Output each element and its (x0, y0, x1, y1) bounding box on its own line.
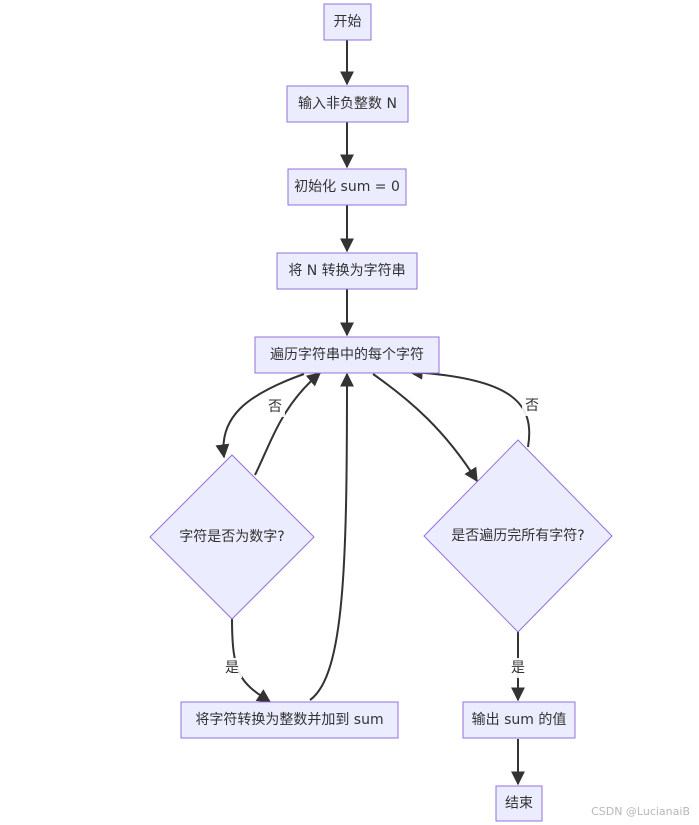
edge-label-text: 否 (525, 398, 539, 414)
node-start: 开始 (323, 3, 372, 41)
edge-add-to-iterate (309, 372, 354, 701)
node-iterate: 遍历字符串中的每个字符 (254, 336, 440, 374)
node-add: 将字符转换为整数并加到 sum (180, 701, 399, 739)
edge-isdigit-no-to-iterate (254, 372, 322, 476)
node-output: 输出 sum 的值 (462, 701, 576, 739)
edge-label-text: 是 (225, 660, 239, 676)
node-end: 结束 (495, 785, 543, 822)
node-is-digit-label: 字符是否为数字? (179, 529, 284, 545)
node-output-label: 输出 sum 的值 (472, 712, 567, 728)
edge-alldone-no-to-iterate (408, 365, 531, 448)
node-all-done-label: 是否遍历完所有字符? (451, 528, 584, 544)
edges (215, 40, 531, 786)
node-input-label: 输入非负整数 N (298, 96, 397, 112)
node-end-label: 结束 (505, 796, 533, 812)
edge-label-text: 否 (268, 399, 282, 415)
watermark-text: CSDN @LucianaiB (591, 805, 690, 818)
node-init-label: 初始化 sum = 0 (294, 178, 400, 195)
node-input: 输入非负整数 N (286, 85, 409, 123)
edge-label-done-yes: 是 (508, 658, 528, 678)
node-all-done: 是否遍历完所有字符? (423, 439, 613, 633)
node-convert-label: 将 N 转换为字符串 (288, 262, 405, 279)
edge-iterate-to-alldone (372, 373, 478, 483)
edge-iterate-to-isdigit (215, 373, 305, 459)
node-convert: 将 N 转换为字符串 (276, 252, 418, 290)
node-is-digit: 字符是否为数字? (149, 454, 315, 620)
edge-label-digit-yes: 是 (222, 658, 242, 678)
node-start-label: 开始 (334, 14, 362, 30)
node-add-label: 将字符转换为整数并加到 sum (195, 711, 383, 728)
edge-label-text: 是 (511, 660, 525, 676)
node-init: 初始化 sum = 0 (287, 168, 407, 206)
edge-label-digit-no: 否 (265, 397, 285, 417)
node-iterate-label: 遍历字符串中的每个字符 (270, 347, 424, 363)
edge-label-done-no: 否 (522, 396, 542, 416)
